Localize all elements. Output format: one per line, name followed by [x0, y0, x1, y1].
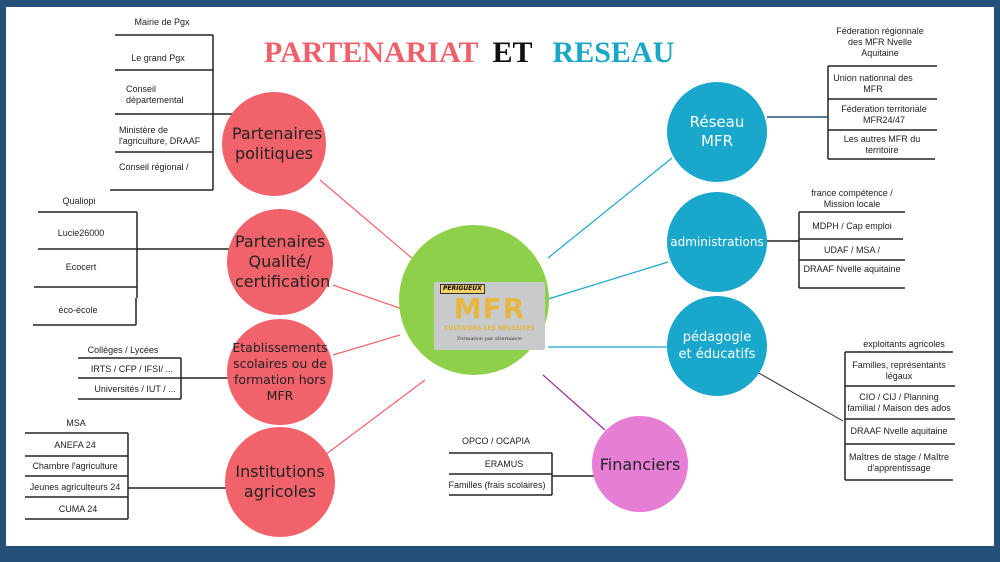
list-item: Jeunes agriculteurs 24 [29, 482, 121, 492]
logo-tagline: CULTIVONS LES REUSSITES [444, 325, 535, 332]
list-item: Ecocert [65, 262, 97, 272]
list-item: IRTS / CFP / IFSI/ ... [90, 364, 174, 374]
node-etablissements: Etablissements scolaires ou de formation… [227, 319, 333, 425]
list-item: Féderation territoriale MFR24/47 [841, 104, 927, 125]
node-label: Réseau MFR [689, 113, 745, 150]
list-item: Familles (frais scolaires) [448, 480, 546, 490]
list-item: DRAAF Nvelle aquitaine [850, 426, 948, 436]
list-item: Les autres MFR du territoire [843, 134, 921, 155]
list-item: france compétence / Mission locale [811, 188, 893, 209]
node-financiers: Financiers [592, 416, 688, 512]
node-label: administrations [670, 234, 764, 249]
node-reseau-mfr: Réseau MFR [667, 82, 767, 182]
node-label: Etablissements scolaires ou de formation… [232, 340, 328, 403]
spoke-qualite [332, 284, 406, 311]
list-item: CUMA 24 [58, 504, 98, 514]
list-item: MDPH / Cap emploi [812, 221, 892, 231]
spoke-financiers [542, 374, 606, 431]
node-label: Partenaires politiques [232, 124, 323, 163]
page-title: PARTENARIAT ET RESEAU [264, 36, 674, 70]
node-partenaires-qualite: Partenaires Qualité/ certification [227, 209, 333, 315]
list-item: Conseil départemental [126, 84, 184, 105]
list-item: Qualiopi [62, 196, 96, 206]
list-item: Conseil régional / [119, 162, 189, 172]
list-item: Féderation régionnale des MFR Nvelle Aqu… [836, 26, 924, 58]
list-item: exploitants agricoles [863, 339, 945, 349]
list-item: UDAF / MSA / [823, 245, 881, 255]
node-institutions-agricoles: Institutions agricoles [225, 427, 335, 537]
list-item: éco-école [58, 305, 98, 315]
title-partenariat: PARTENARIAT [264, 36, 479, 69]
list-item: ANEFA 24 [54, 440, 96, 450]
list-item: DRAAF Nvelle aquitaine [803, 264, 901, 274]
list-item: Mairie de Pgx [134, 17, 190, 27]
node-label: Partenaires Qualité/ certification [235, 232, 331, 291]
node-partenaires-politiques: Partenaires politiques [222, 92, 326, 196]
list-item: ERAMUS [484, 459, 524, 469]
list-item: Union nationnal des MFR [833, 73, 913, 94]
list-item: Ministère de l'agriculture, DRAAF [119, 125, 201, 146]
node-label: Institutions agricoles [235, 462, 325, 501]
list-item: MSA [66, 418, 86, 428]
list-item: CIO / CIJ / Planning familial / Maison d… [847, 392, 951, 413]
spoke-reseau [547, 157, 673, 259]
spoke-politiques [319, 179, 421, 266]
list-item: Collèges / Lycées [87, 345, 159, 355]
title-et: ET [492, 36, 533, 69]
logo-subtitle: Formation par alternance [456, 336, 523, 342]
list-item: Chambre l'agriculture [32, 461, 118, 471]
spoke-administrations [544, 261, 669, 301]
spoke-etablissements [332, 334, 401, 356]
spoke-institutions [324, 379, 426, 456]
list-item: Maîtres de stage / Maître d'apprentissag… [848, 452, 950, 473]
logo-main: MFR [453, 292, 526, 325]
list-item: Lucie26000 [57, 228, 105, 238]
node-pedagogie: pédagogie et éducatifs [667, 296, 767, 396]
node-label: Financiers [599, 454, 681, 474]
node-label: pédagogie et éducatifs [678, 330, 756, 362]
node-administrations: administrations [667, 192, 767, 292]
list-item: Universités / IUT / ... [94, 384, 176, 394]
list-item: OPCO / OCAPIA [461, 436, 531, 446]
list-item: Familles, représentants légaux [852, 360, 946, 381]
title-reseau: RESEAU [552, 36, 675, 69]
mfr-logo: PERIGUEUX MFR CULTIVONS LES REUSSITES Fo… [434, 282, 545, 350]
list-item: Le grand Pgx [131, 53, 185, 63]
logo-badge: PERIGUEUX [440, 284, 485, 294]
